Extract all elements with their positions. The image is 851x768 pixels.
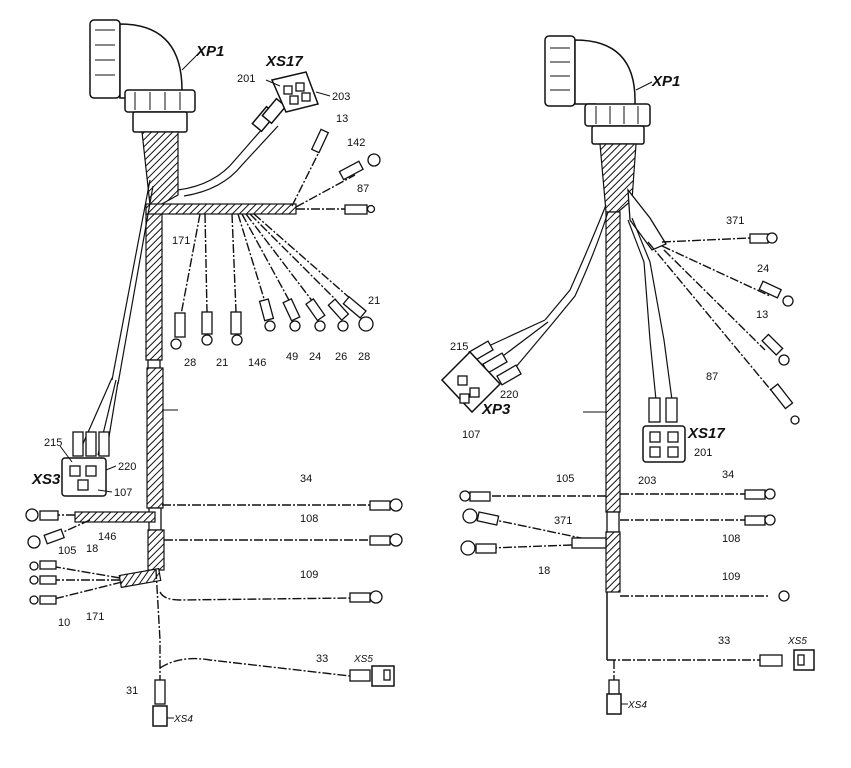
left-fan-bottom-1: 21 [216,357,228,369]
left-xp1-connector [89,19,197,133]
right-fan-87: 87 [706,371,718,383]
left-wire-34: 34 [300,473,312,485]
left-wire-108: 108 [300,513,318,525]
left-xs3-pin-215: 215 [44,437,62,449]
left-wire-105: 105 [58,545,76,557]
right-wire-18: 18 [538,565,550,577]
left-wire-13: 13 [336,113,348,125]
left-xs17-pin-203: 203 [332,91,350,103]
left-fan-bottom-2: 146 [248,357,266,369]
left-xs4-connector [152,705,168,727]
right-wire-34: 34 [722,469,734,481]
right-wire-371: 371 [554,515,572,527]
right-fan-24: 24 [757,263,769,275]
right-xp3-pin-220: 220 [500,389,518,401]
left-xs17-connector [270,71,319,113]
left-wire-87: 87 [357,183,369,195]
left-wire-31: 31 [126,685,138,697]
left-xp1-label: XP1 [195,43,224,60]
left-fan-right-21: 21 [368,295,380,307]
left-xs4-label: XS4 [173,714,193,725]
right-xp3-pin-107: 107 [462,429,480,441]
left-trunk-lower [146,367,164,509]
right-xs17-pin-203: 203 [638,475,656,487]
right-trunk-main [605,211,621,513]
right-wire-33: 33 [718,635,730,647]
left-wire-109: 109 [300,569,318,581]
right-harness: XP1 215 220 107 XP3 371 24 [440,35,815,715]
left-xs3-label: XS3 [31,471,61,488]
right-xs17-connector [642,425,686,463]
right-trunk-upper [599,143,637,213]
left-trunk-upper [141,131,179,206]
left-fan-top-171: 171 [172,235,190,247]
left-xs5-label: XS5 [353,654,373,665]
right-xp1-label: XP1 [651,73,680,90]
left-wire-18: 18 [86,543,98,555]
left-fan-bottom-5: 26 [335,351,347,363]
right-xs17-pin-201: 201 [694,447,712,459]
right-xp3-label: XP3 [481,401,511,418]
left-xs3-pin-107: 107 [114,487,132,499]
left-trunk-main [145,204,163,361]
left-top-branch [145,203,297,215]
right-wire-109: 109 [722,571,740,583]
left-fan-bottom-3: 49 [286,351,298,363]
left-wire-146b: 146 [98,531,116,543]
right-xp1-connector [544,35,653,145]
left-xs3-pin-220: 220 [118,461,136,473]
right-xs4-connector [606,693,622,715]
right-xs17-label: XS17 [687,425,725,442]
left-fan-bottom-6: 28 [358,351,370,363]
right-wire-108: 108 [722,533,740,545]
right-xs5-label: XS5 [787,636,807,647]
right-xp3-pin-215: 215 [450,341,468,353]
left-xs17-pin-201: 201 [237,73,255,85]
left-fan-bottom-0: 28 [184,357,196,369]
left-wire-142: 142 [347,137,365,149]
left-harness: XP1 XS17 201 203 13 1 [25,19,403,727]
left-wire-171b: 171 [86,611,104,623]
right-fan-371: 371 [726,215,744,227]
left-fan-bottom-4: 24 [309,351,321,363]
left-xs17-label: XS17 [265,53,303,70]
left-fan-wires [170,213,374,350]
left-wire-33: 33 [316,653,328,665]
right-xs4-label: XS4 [627,700,647,711]
right-fan-13: 13 [756,309,768,321]
right-wire-105: 105 [556,473,574,485]
left-xs5-connector [371,665,395,687]
left-wire-10: 10 [58,617,70,629]
